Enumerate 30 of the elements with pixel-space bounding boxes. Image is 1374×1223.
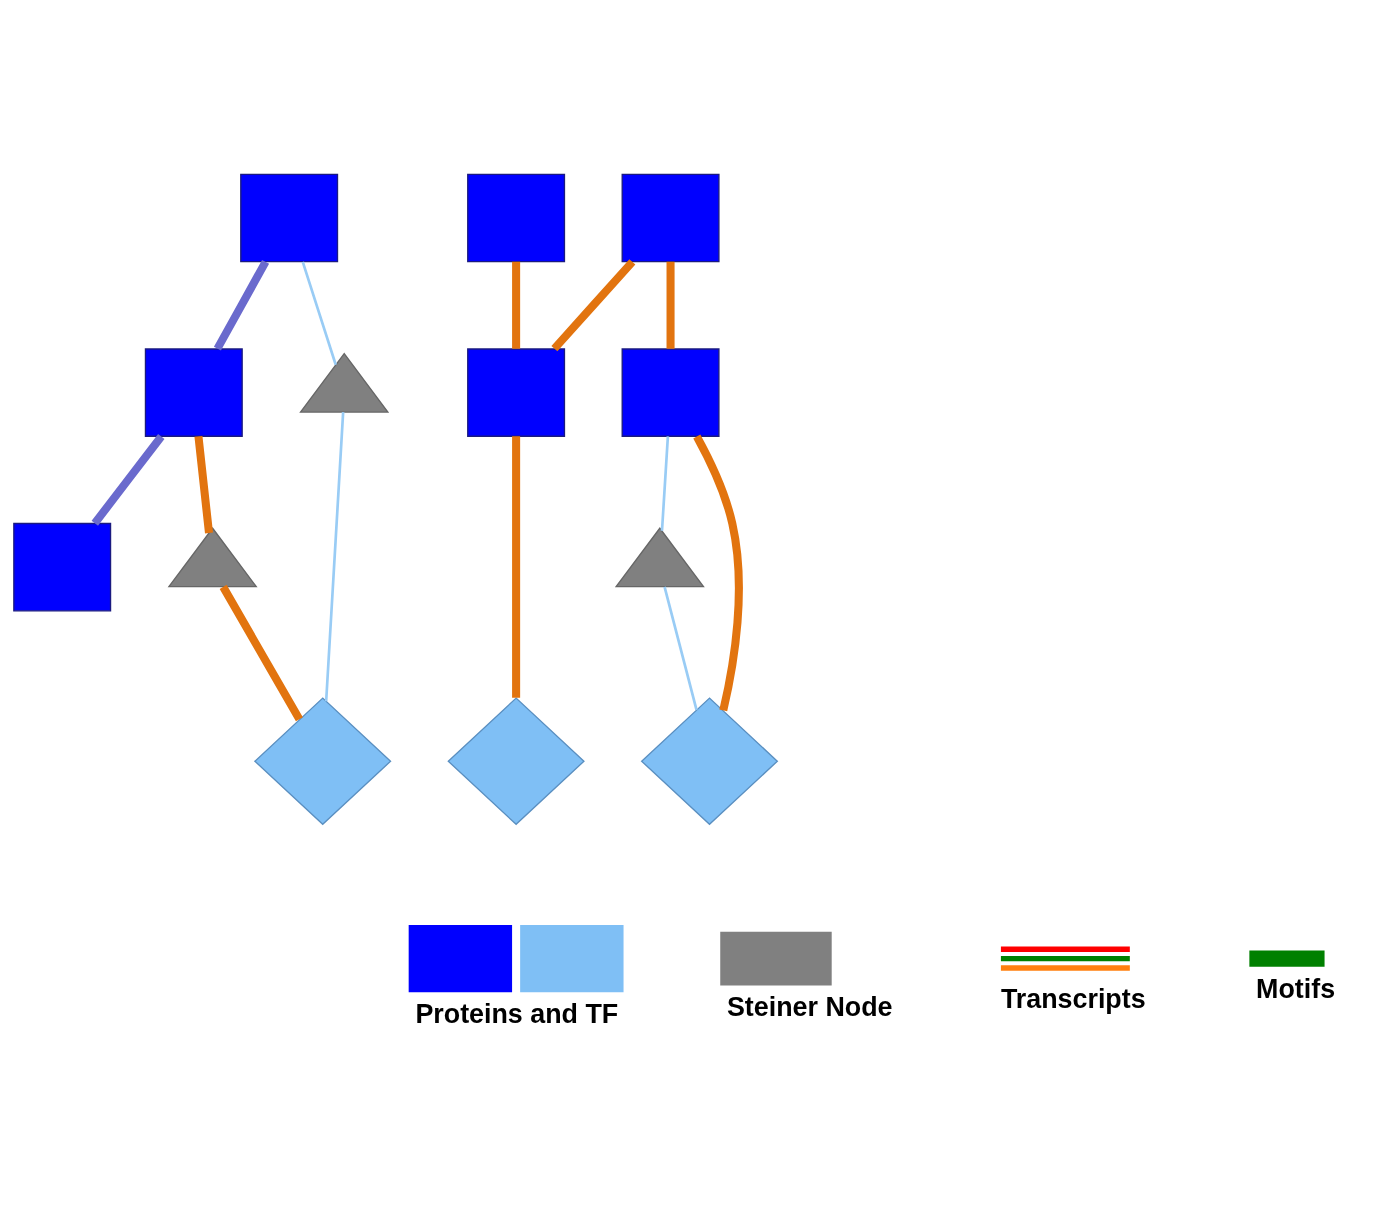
connector bbox=[324, 412, 345, 702]
connector bbox=[551, 259, 636, 352]
node-triangle bbox=[614, 527, 705, 588]
connector bbox=[91, 433, 165, 526]
connector bbox=[213, 259, 270, 351]
legend-label: Motifs bbox=[1256, 973, 1336, 1004]
connector bbox=[693, 434, 743, 712]
connector bbox=[512, 261, 521, 349]
node-diamond bbox=[447, 697, 585, 826]
node-box bbox=[621, 173, 720, 263]
node-box bbox=[13, 522, 112, 612]
connector bbox=[512, 436, 521, 698]
legend-label: Transcripts bbox=[1000, 984, 1146, 1015]
connector bbox=[219, 584, 303, 722]
connector bbox=[666, 261, 675, 349]
connector bbox=[660, 436, 670, 531]
node-triangle bbox=[167, 527, 258, 588]
connector bbox=[301, 261, 337, 366]
node-box bbox=[144, 348, 243, 437]
node-box bbox=[467, 173, 566, 263]
node-box bbox=[467, 348, 566, 437]
connector bbox=[663, 586, 698, 711]
node-box bbox=[621, 348, 720, 437]
node-triangle bbox=[299, 352, 390, 413]
connector bbox=[194, 436, 213, 534]
legend-label: Proteins and TF bbox=[415, 999, 619, 1030]
node-diamond bbox=[640, 697, 779, 826]
node-box bbox=[240, 173, 339, 263]
node-diamond bbox=[253, 697, 392, 826]
legend-label: Steiner Node bbox=[726, 992, 893, 1023]
